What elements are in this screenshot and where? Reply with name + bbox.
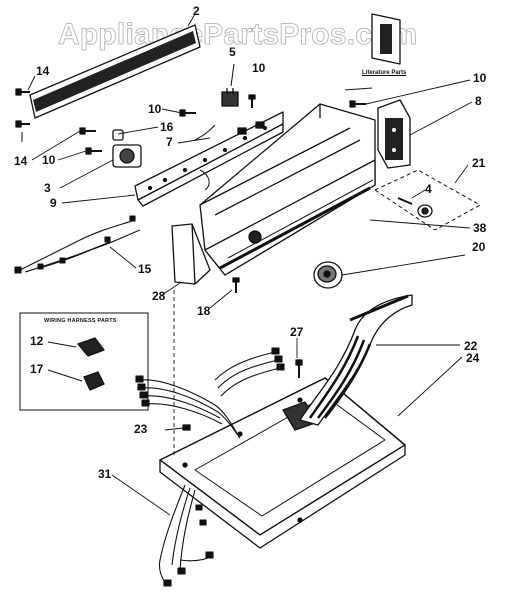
callout-10-timer: 10 bbox=[42, 153, 56, 167]
callout-23: 23 bbox=[134, 422, 148, 436]
callout-24: 24 bbox=[466, 351, 480, 365]
timer-assembly bbox=[112, 129, 142, 168]
console-housing bbox=[199, 103, 376, 276]
literature-parts-label: Literature Parts bbox=[362, 70, 407, 76]
side-bracket bbox=[377, 99, 411, 169]
callout-14-top: 14 bbox=[36, 64, 50, 78]
callout-10-panel: 10 bbox=[148, 102, 162, 116]
callout-2: 2 bbox=[193, 4, 200, 18]
wire-harness-31 bbox=[158, 484, 214, 587]
callout-14-bottom: 14 bbox=[14, 154, 28, 168]
callout-3: 3 bbox=[44, 181, 51, 195]
wire-harness-15 bbox=[14, 215, 141, 274]
knob bbox=[313, 261, 343, 289]
end-cap bbox=[171, 223, 211, 285]
leader-lines bbox=[27, 75, 473, 516]
dryer-top bbox=[159, 377, 406, 549]
control-panel-back bbox=[134, 111, 284, 207]
callout-17: 17 bbox=[30, 362, 44, 376]
callout-7: 7 bbox=[166, 135, 173, 149]
switch-part bbox=[221, 63, 239, 107]
wire-bundle-top bbox=[135, 347, 285, 439]
callout-21: 21 bbox=[472, 156, 486, 170]
watermark: AppliancePartsPros.com bbox=[58, 18, 418, 52]
wiring-harness-box-title: WIRING HARNESS PARTS bbox=[44, 318, 117, 324]
callout-20: 20 bbox=[472, 240, 486, 254]
lint-duct bbox=[299, 294, 413, 426]
callout-10-switch: 10 bbox=[252, 61, 266, 75]
screw-10 bbox=[79, 94, 366, 155]
screw-23 bbox=[182, 424, 191, 431]
literature-parts-booklet bbox=[371, 13, 401, 65]
callout-10-right: 10 bbox=[473, 71, 487, 85]
callout-18: 18 bbox=[197, 304, 211, 318]
callout-38: 38 bbox=[473, 221, 487, 235]
callout-22: 22 bbox=[464, 339, 478, 353]
wiring-harness-box bbox=[19, 312, 149, 411]
callout-31: 31 bbox=[98, 467, 112, 481]
callout-27: 27 bbox=[290, 325, 304, 339]
screw-18 bbox=[232, 277, 240, 293]
rear-panel-part bbox=[29, 13, 201, 119]
screw-14 bbox=[15, 88, 30, 142]
callout-16: 16 bbox=[160, 120, 174, 134]
callout-28: 28 bbox=[152, 289, 166, 303]
callout-15: 15 bbox=[138, 262, 152, 276]
callout-4: 4 bbox=[425, 182, 432, 196]
callout-9: 9 bbox=[50, 196, 57, 210]
screw-27 bbox=[295, 359, 303, 378]
callout-8: 8 bbox=[475, 94, 482, 108]
knob-assembly-box bbox=[374, 169, 481, 231]
callout-5: 5 bbox=[229, 45, 236, 59]
callout-12: 12 bbox=[30, 334, 44, 348]
